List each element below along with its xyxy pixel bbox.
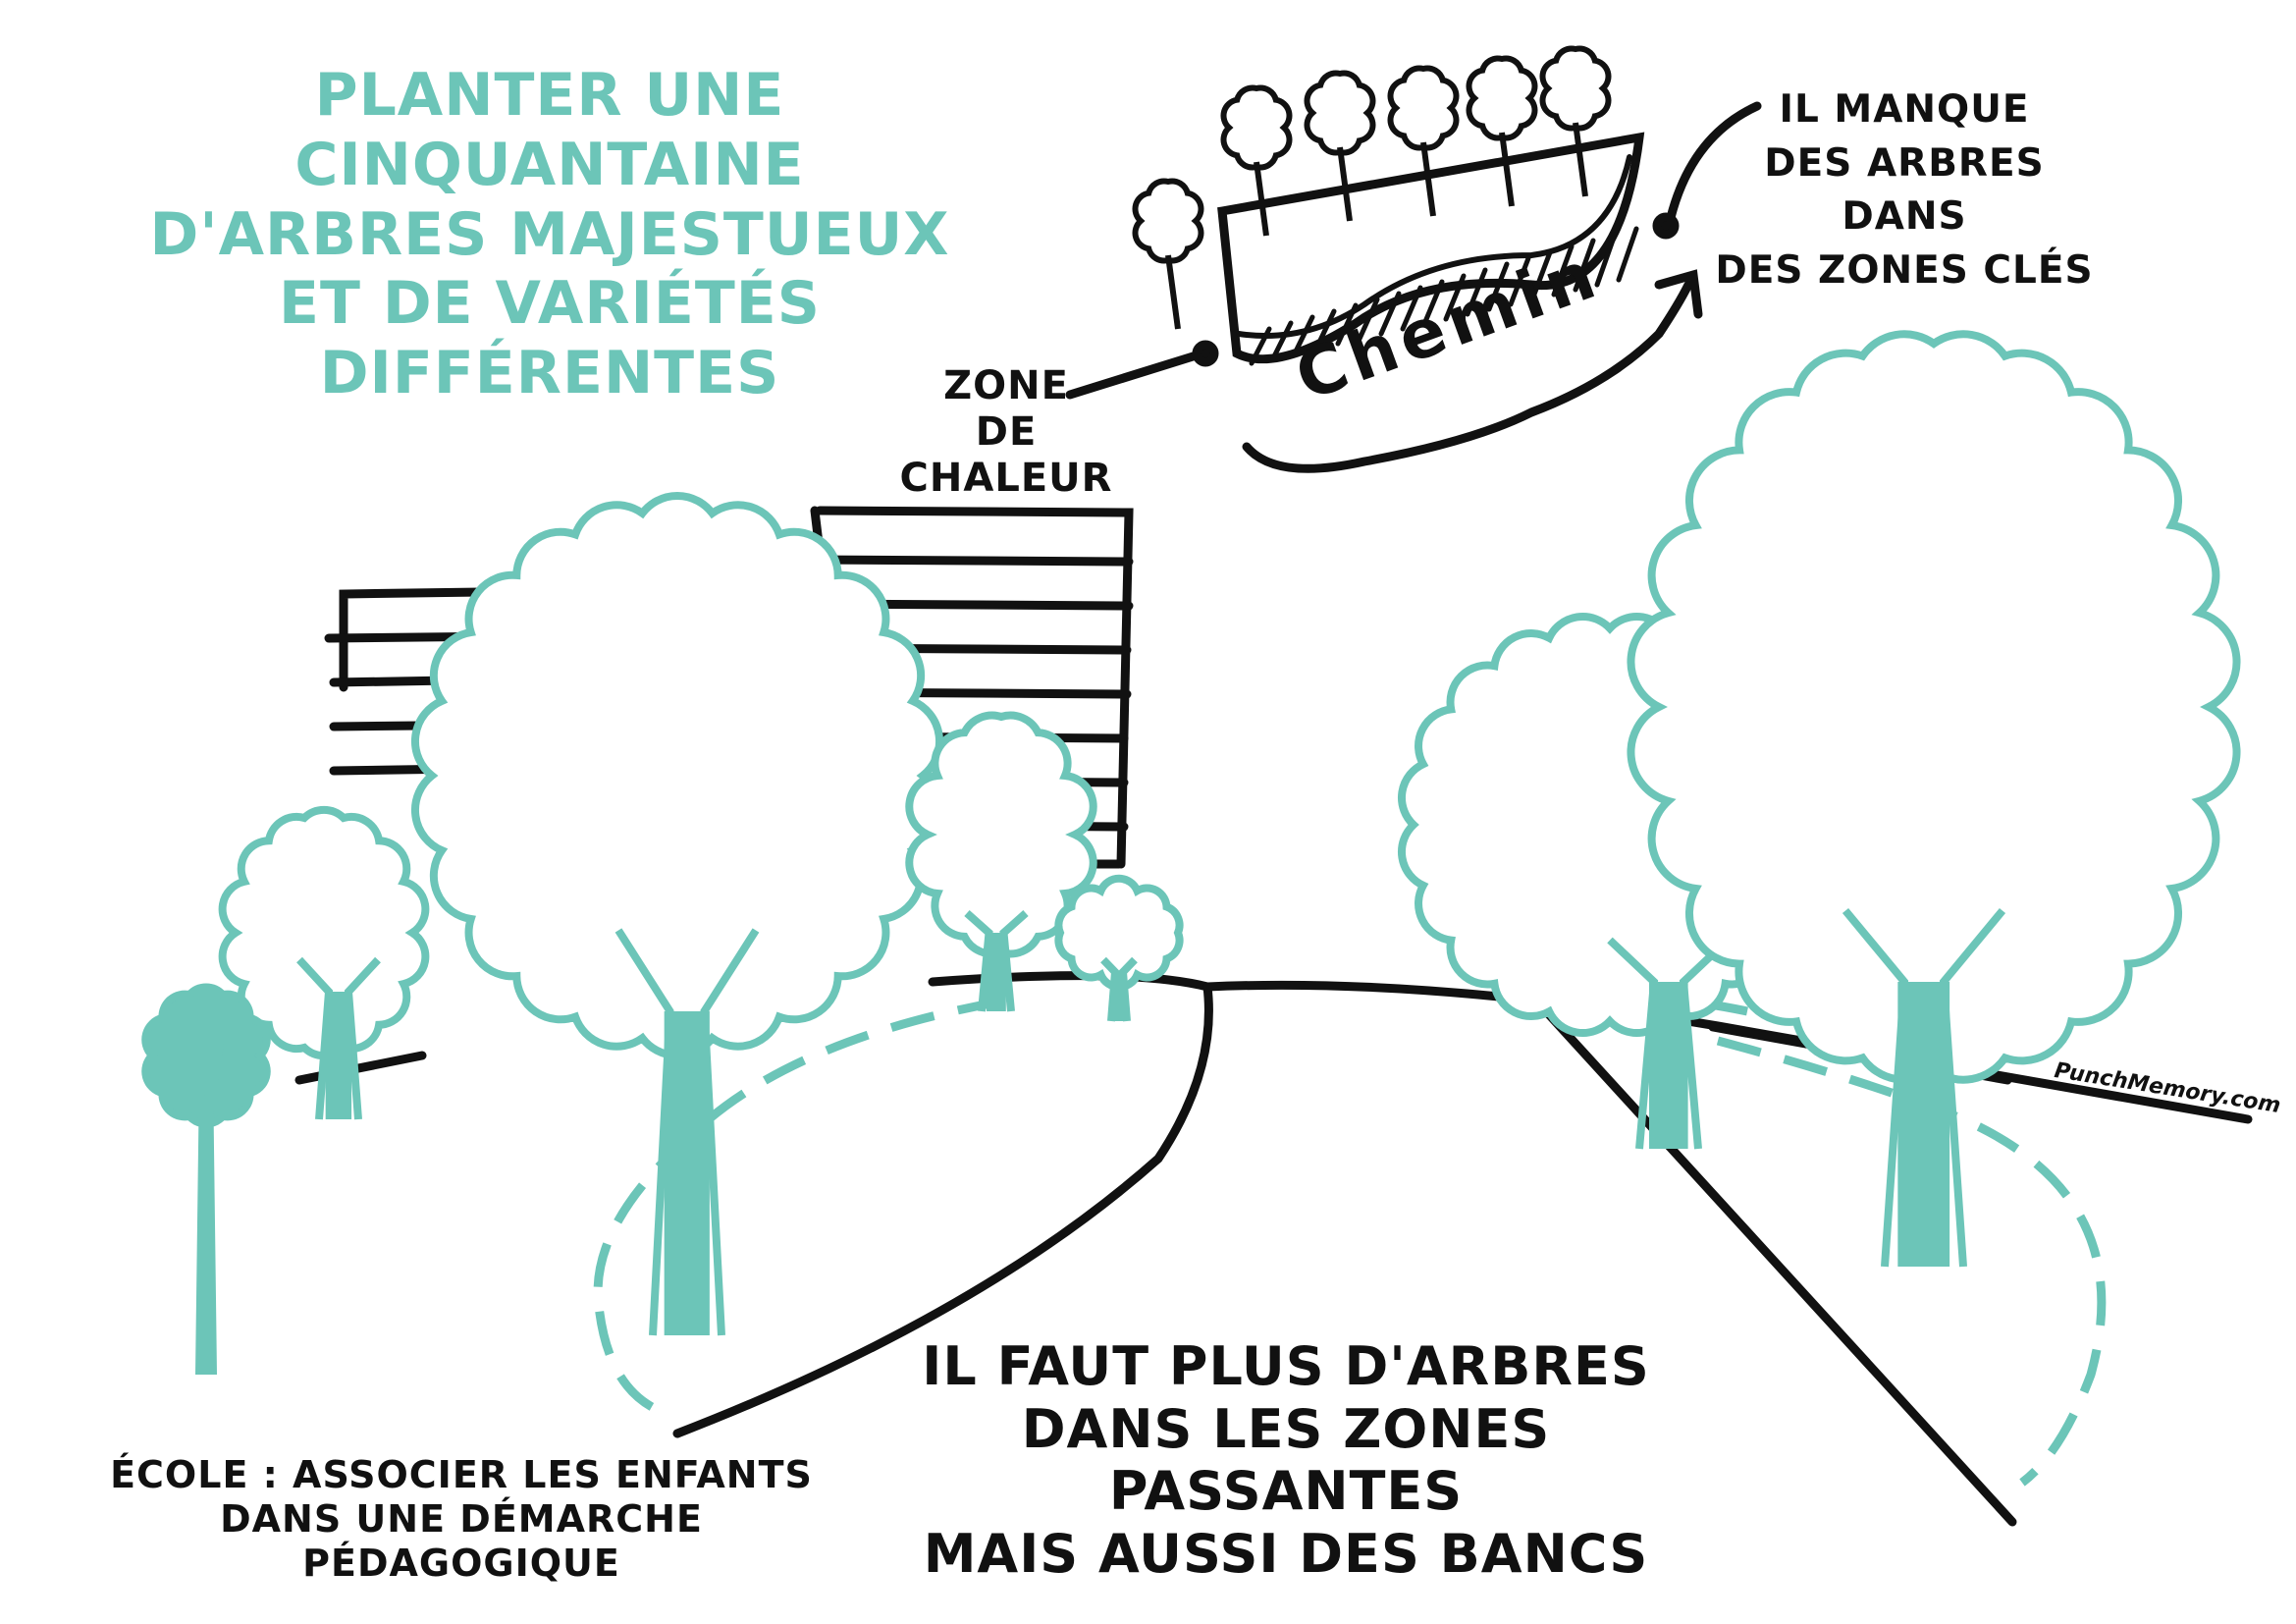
hatch-line [1335, 302, 1359, 347]
tree [218, 805, 430, 1120]
caption-line: dans les zones passantes [1021, 1397, 1551, 1523]
small-tree [1220, 84, 1293, 237]
trees [141, 45, 2241, 1376]
title-line: d'arbres majestueux [149, 199, 950, 269]
tree [141, 983, 271, 1376]
caption-line: École : associer les enfants [110, 1453, 813, 1496]
hatch-line [1421, 279, 1445, 327]
tree [1054, 874, 1184, 1022]
title-line: Planter une cinquantaine [294, 61, 805, 199]
hatch-line [1357, 297, 1380, 342]
il-manque-label: Il manque des arbres dans des zones clés [1698, 83, 2110, 298]
hatch-line [1551, 244, 1575, 298]
caption-line: Il faut plus d'arbres [922, 1335, 1650, 1397]
small-tree [1539, 45, 1612, 197]
hatch-line [1270, 320, 1294, 361]
hatch-line [1292, 314, 1315, 356]
hatch-line [1508, 255, 1531, 307]
small-tree [1387, 65, 1460, 217]
small-tree [1132, 178, 1204, 330]
il-faut-caption: Il faut plus d'arbres dans les zones pas… [913, 1335, 1659, 1586]
hatch-line [1378, 291, 1402, 337]
label-line: Zone [943, 363, 1069, 408]
chemin-diagram [1065, 101, 1762, 473]
hatch-line [1465, 267, 1488, 317]
label-line: des zones clés [1715, 247, 2094, 293]
caption-line: dans une démarche pédagogique [220, 1496, 703, 1585]
hatch-line [1486, 261, 1510, 312]
hatch-line [1529, 249, 1553, 302]
tree [905, 711, 1097, 1012]
title-line: et de variétés différentes [279, 269, 821, 408]
label-line: de chaleur [899, 409, 1113, 502]
hatch-line [1573, 238, 1596, 293]
main-title: Planter une cinquantaine d'arbres majest… [69, 61, 1031, 408]
hatch-line [1249, 326, 1272, 366]
hatch-line [1313, 308, 1337, 352]
caption-line: mais aussi des bancs [923, 1523, 1649, 1586]
small-tree [1466, 55, 1538, 207]
hatch-line [1443, 273, 1467, 322]
ecole-caption: École : associer les enfants dans une dé… [88, 1453, 834, 1585]
tree [411, 492, 943, 1336]
hatch-line [1616, 226, 1639, 283]
tree [1627, 330, 2241, 1268]
small-tree [1304, 70, 1376, 222]
hatch-line [1594, 232, 1618, 288]
label-line: Il manque [1779, 87, 2030, 132]
hatch-line [1400, 285, 1423, 332]
zone-chaleur-label: Zone de chaleur [864, 363, 1148, 503]
label-line: des arbres dans [1764, 140, 2045, 240]
